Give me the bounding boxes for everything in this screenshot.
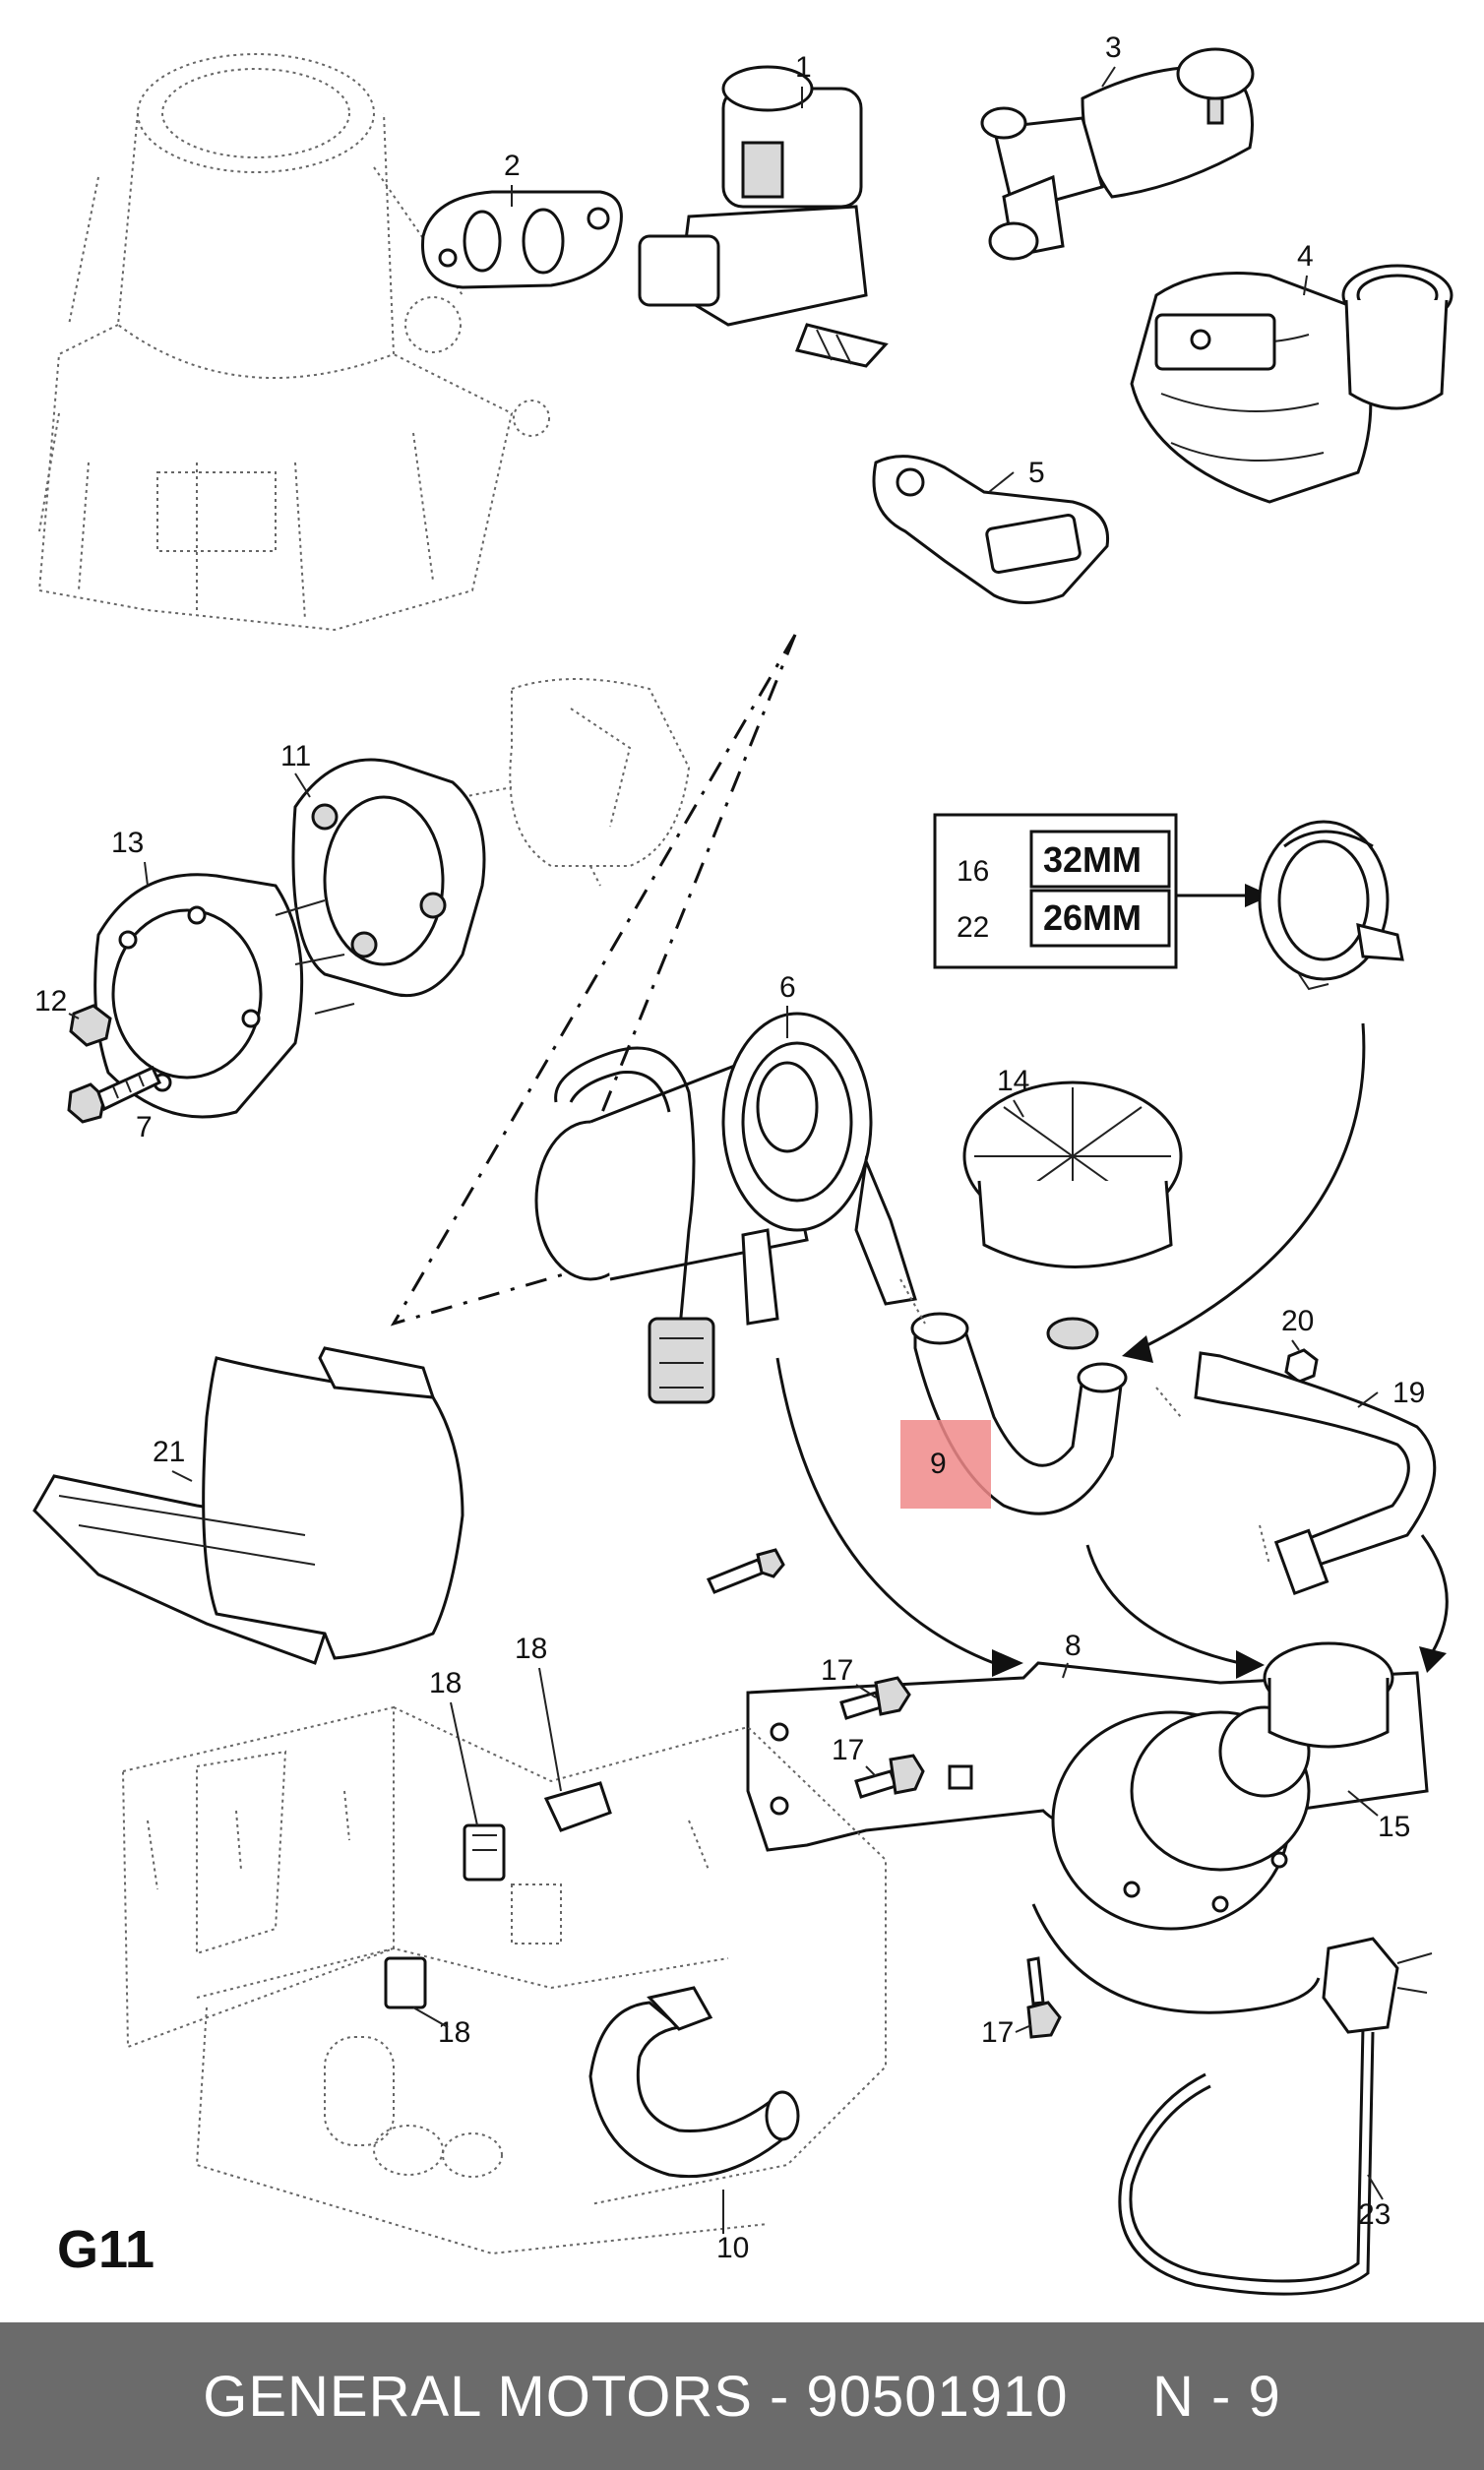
part-23-harness [1118,1937,1433,2296]
callout-18-right: 18 [515,1633,547,1665]
callout-22: 22 [957,911,989,944]
parts-diagram: 1 2 3 4 5 6 7 8 9 10 11 12 13 14 15 16 2… [32,31,1453,2296]
pump-mount-illustration [462,678,691,887]
part-4-bracket [1130,264,1453,504]
callout-18-left: 18 [429,1667,462,1699]
part-19-strap [1155,1351,1437,1596]
part-3-connector [980,47,1255,261]
part-11-adapter-ring [291,758,486,998]
part-18-clips [384,1781,612,2009]
page-code: G11 [57,2220,155,2279]
hose-clamp-size-table [933,813,1178,969]
callout-2: 2 [504,150,521,182]
footer-text: GENERAL MOTORS - 90501910 N - 9 [203,2364,1281,2429]
callout-4: 4 [1297,240,1314,273]
callout-21: 21 [153,1436,185,1468]
bolt-center [706,1548,785,1594]
callout-8: 8 [1065,1630,1082,1662]
part-16-22-hose-clamp [1258,820,1404,991]
callout-10: 10 [716,2232,749,2264]
callout-6: 6 [779,971,796,1004]
engine-block-illustration [37,53,550,632]
part-9-highlight [900,1420,991,1509]
callout-13: 13 [111,827,144,859]
callout-17-upper: 17 [821,1654,853,1687]
size-arrow-head [1245,884,1271,907]
callout-17-lower: 17 [981,2016,1014,2049]
part-14-filter-cap [962,1081,1183,1350]
part-7-bolt [67,1066,161,1124]
part-20-nut [1284,1348,1319,1384]
size-26mm: 26MM [1043,897,1142,938]
part-15-valve [1031,1641,1394,2014]
callout-19: 19 [1392,1377,1425,1409]
part-17-bolts [839,1676,1062,2039]
dashed-reference-lines [390,634,797,1327]
callout-11: 11 [280,740,311,772]
chassis-illustration [121,1705,887,2255]
leader-lines [68,66,1384,2234]
callout-20: 20 [1281,1305,1314,1337]
callout-14: 14 [997,1065,1029,1097]
part-12-nut [69,1004,112,1047]
callout-17-middle: 17 [832,1734,864,1766]
part-2-gasket [421,190,623,289]
callout-18-bottom: 18 [438,2016,470,2049]
part-13-flange [93,873,304,1119]
callout-15: 15 [1378,1811,1410,1843]
part-1-valve [638,65,889,368]
footer-bar: GENERAL MOTORS - 90501910 N - 9 [0,2322,1484,2470]
part-10-hose [588,1986,800,2179]
callout-9: 9 [930,1448,947,1480]
part-5-clip [872,455,1110,604]
callout-5: 5 [1028,457,1045,489]
callout-12: 12 [34,985,67,1018]
size-32mm: 32MM [1043,839,1142,880]
callout-16: 16 [957,855,989,888]
callout-1: 1 [795,51,812,84]
callout-3: 3 [1105,31,1122,64]
callout-23: 23 [1358,2198,1391,2231]
part-6-air-pump [534,1012,917,1404]
part-21-heat-shield [32,1346,464,1665]
callout-7: 7 [136,1111,153,1143]
flow-arrows [775,1022,1449,1679]
leader-13-11 [275,899,355,1015]
